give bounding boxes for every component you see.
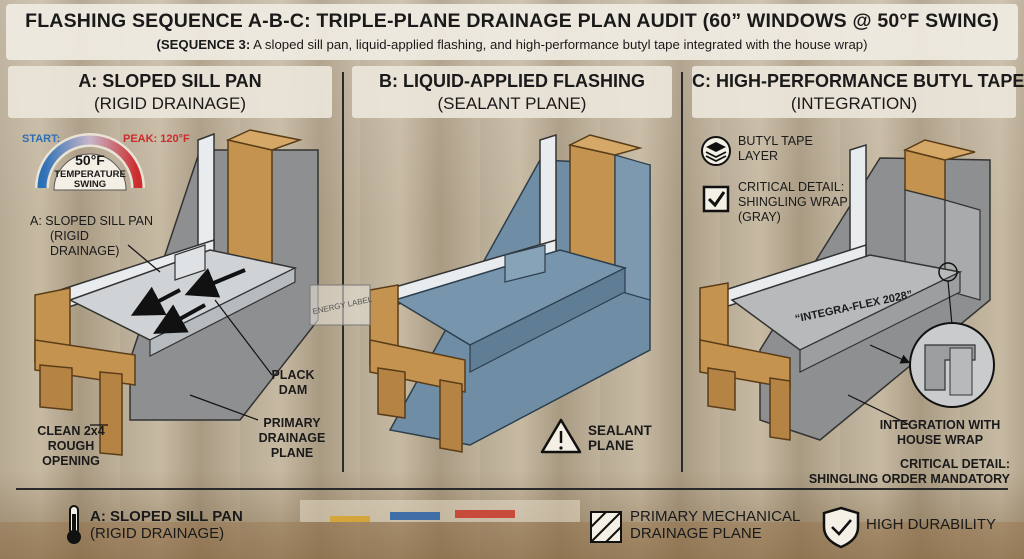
callout-sill-pan: A: SLOPED SILL PAN (RIGID DRAINAGE) (30, 214, 153, 259)
callout-dam-line2: DAM (268, 383, 318, 398)
callout-rough-opening: CLEAN 2x4 ROUGH OPENING (30, 424, 112, 469)
callout-opening-line1: CLEAN 2x4 (30, 424, 112, 439)
callout-wrap-line3: (GRAY) (738, 210, 848, 225)
callout-sill-pan-line1: (RIGID (30, 229, 153, 244)
gauge-caption: TEMPERATURE SWING (48, 170, 132, 190)
callout-wrap-line2: SHINGLING WRAP (738, 195, 848, 210)
gauge-peak-label: PEAK: 120°F (123, 133, 190, 145)
footer-item-sill-pan: A: SLOPED SILL PAN (RIGID DRAINAGE) (90, 508, 243, 542)
callout-integration-line1: INTEGRATION WITH (870, 418, 1010, 433)
footer-item2-line2: DRAINAGE PLANE (630, 525, 800, 542)
callout-sealant-plane: SEALANT PLANE (588, 423, 652, 453)
callout-tape-line2: LAYER (738, 149, 813, 164)
checkbox-icon (704, 187, 728, 211)
footer-rule (16, 488, 1008, 490)
callout-plane-line1: PRIMARY (250, 416, 334, 431)
warning-icon (542, 420, 580, 452)
footer-item2-line1: PRIMARY MECHANICAL (630, 508, 800, 525)
layers-icon (702, 137, 730, 165)
footer-legend: A: SLOPED SILL PAN (RIGID DRAINAGE) PRIM… (0, 484, 1024, 559)
footer-item-drainage-plane: PRIMARY MECHANICAL DRAINAGE PLANE (630, 508, 800, 542)
callout-plane-line2: DRAINAGE (250, 431, 334, 446)
callout-wrap-line1: CRITICAL DETAIL: (738, 180, 848, 195)
callout-sealant-line1: SEALANT (588, 423, 652, 438)
footer-item1-line2: (RIGID DRAINAGE) (90, 525, 243, 542)
callout-order-line1: CRITICAL DETAIL: (790, 457, 1010, 472)
callout-sill-pan-title: A: SLOPED SILL PAN (30, 214, 153, 229)
callout-butyl-tape: BUTYL TAPE LAYER (738, 134, 813, 164)
callout-opening-line2: ROUGH (30, 439, 112, 454)
footer-item1-line1: A: SLOPED SILL PAN (90, 508, 243, 525)
callout-dam: PLACK DAM (268, 368, 318, 398)
callout-plane-line3: PLANE (250, 446, 334, 461)
callout-tape-line1: BUTYL TAPE (738, 134, 813, 149)
callout-opening-line3: OPENING (30, 454, 112, 469)
callout-integration-line2: HOUSE WRAP (870, 433, 1010, 448)
callout-shingling-wrap: CRITICAL DETAIL: SHINGLING WRAP (GRAY) (738, 180, 848, 225)
gauge-value: 50°F (48, 152, 132, 168)
gauge-start-label: START: (22, 133, 60, 145)
footer-item-durability: HIGH DURABILITY (866, 516, 996, 533)
callout-integration: INTEGRATION WITH HOUSE WRAP (870, 418, 1010, 448)
callout-drainage-plane: PRIMARY DRAINAGE PLANE (250, 416, 334, 461)
callout-shingling-order: CRITICAL DETAIL: SHINGLING ORDER MANDATO… (790, 457, 1010, 487)
callout-sealant-line2: PLANE (588, 438, 652, 453)
callout-dam-line1: PLACK (268, 368, 318, 383)
callout-sill-pan-line2: DRAINAGE) (30, 244, 153, 259)
